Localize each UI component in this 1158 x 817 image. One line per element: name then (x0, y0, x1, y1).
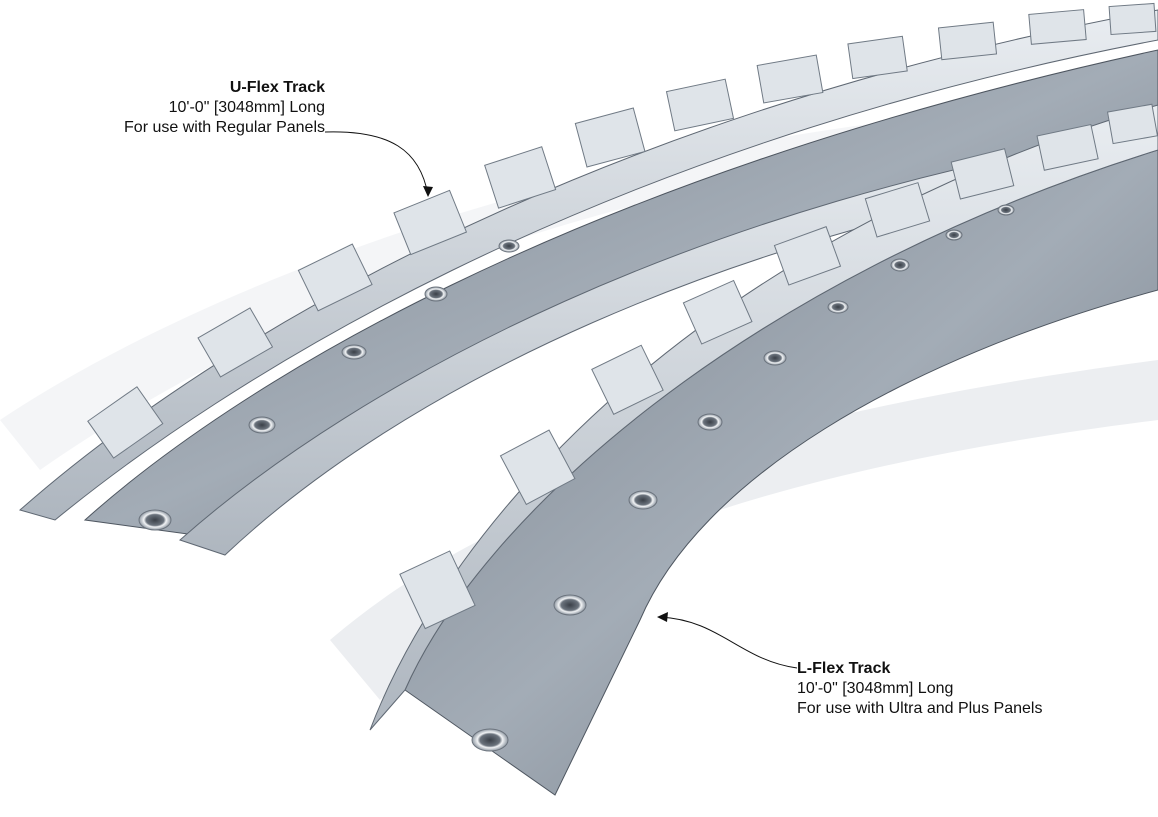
u-flex-holes (138, 239, 520, 531)
l-flex-leader-line (659, 616, 798, 669)
l-flex-leader-arrow (657, 612, 668, 622)
u-flex-usage: For use with Regular Panels (124, 119, 325, 136)
u-flex-leader-line (324, 131, 429, 196)
l-flex-callout: L-Flex Track 10'-0" [3048mm] Long For us… (797, 659, 1042, 719)
l-flex-track (369, 103, 1158, 796)
l-flex-flange (369, 104, 1158, 731)
u-flex-title: U-Flex Track (229, 79, 325, 96)
l-flex-title: L-Flex Track (797, 660, 891, 677)
l-flex-length: 10'-0" [3048mm] Long (797, 680, 954, 697)
u-flex-leader-arrow (423, 186, 433, 197)
l-flex-usage: For use with Ultra and Plus Panels (797, 700, 1043, 717)
u-flex-tabs (87, 2, 1157, 459)
u-flex-length: 10'-0" [3048mm] Long (168, 99, 325, 116)
l-flex-holes (471, 204, 1015, 752)
u-flex-callout: U-Flex Track 10'-0" [3048mm] Long For us… (40, 78, 325, 138)
l-flex-tabs (399, 103, 1158, 630)
